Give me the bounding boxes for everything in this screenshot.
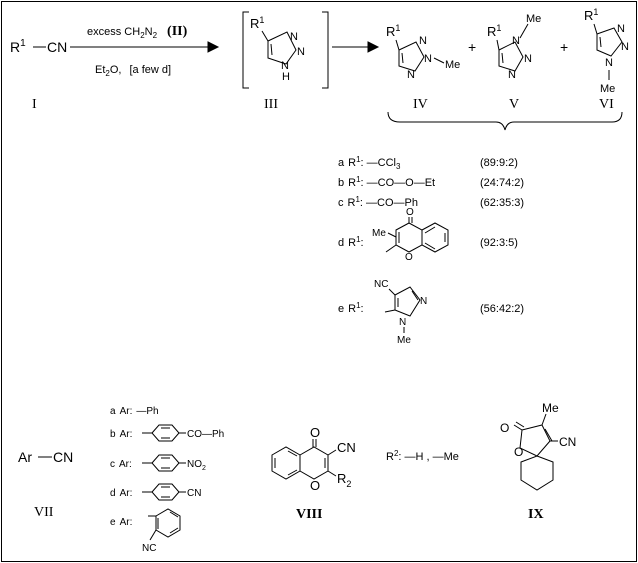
svg-text:eAr:: eAr: <box>110 517 132 528</box>
svg-text:Et2O,[a few d]: Et2O,[a few d] <box>95 64 171 78</box>
svg-text:dAr:: dAr: <box>110 488 132 499</box>
svg-text:dR1:: dR1: <box>338 235 364 249</box>
svg-text:(62:35:3): (62:35:3) <box>480 197 524 209</box>
svg-text:N: N <box>297 46 305 58</box>
label-VIII: VIII <box>296 507 322 522</box>
svg-text:aAr:—Ph: aAr:—Ph <box>110 406 159 417</box>
svg-text:O: O <box>500 421 509 435</box>
svg-text:O: O <box>310 478 320 493</box>
svg-text:N: N <box>281 60 289 72</box>
svg-text:Me: Me <box>600 83 615 95</box>
svg-text:NC: NC <box>142 543 156 554</box>
plus-sign-2: + <box>560 39 568 55</box>
svg-text:cAr:: cAr: <box>110 459 132 470</box>
svg-text:bAr:: bAr: <box>110 429 132 440</box>
svg-text:Me: Me <box>526 13 541 25</box>
svg-text:N: N <box>420 296 427 307</box>
compound-V: R1 N N N Me V <box>487 13 541 112</box>
svg-text:N: N <box>399 317 406 328</box>
plus-sign-1: + <box>468 39 476 55</box>
svg-text:aR1: —CCl3: aR1: —CCl3 <box>338 155 401 171</box>
svg-text:R1: R1 <box>584 7 598 23</box>
svg-text:CO—Ph: CO—Ph <box>187 429 224 440</box>
svg-text:(92:3:5): (92:3:5) <box>480 237 518 249</box>
label-VII: VII <box>34 505 54 520</box>
svg-text:eR1:: eR1: <box>338 301 364 315</box>
svg-text:N: N <box>407 69 415 81</box>
svg-text:R2: R2 <box>337 471 351 489</box>
svg-text:H: H <box>282 71 290 83</box>
svg-text:CN: CN <box>47 39 67 55</box>
svg-text:N: N <box>508 69 516 81</box>
label-I: I <box>32 97 37 112</box>
label-VI: VI <box>599 97 614 112</box>
svg-text:Me: Me <box>372 228 386 239</box>
svg-text:N: N <box>621 41 629 53</box>
svg-text:O: O <box>310 425 320 440</box>
svg-text:bR1: —CO—O—Et: bR1: —CO—O—Et <box>338 175 435 189</box>
svg-text:N: N <box>524 53 532 65</box>
compound-IX: Me O O CN IX <box>500 401 576 522</box>
svg-text:CN: CN <box>559 435 576 449</box>
compound-VI: R1 N N N Me VI <box>584 7 629 112</box>
reaction-arrow-2 <box>332 41 380 53</box>
svg-text:N: N <box>419 35 427 47</box>
svg-text:excess CH2N2(II): excess CH2N2(II) <box>87 24 188 40</box>
label-III: III <box>264 97 278 112</box>
reaction-arrow-1: excess CH2N2(II) Et2O,[a few d] <box>70 24 220 78</box>
compound-IV: R1 N N N Me IV <box>386 23 460 112</box>
label-IX: IX <box>528 507 544 522</box>
compound-VIII: O CN O R2 VIII <box>271 425 356 522</box>
compound-VII: Ar CN VII <box>18 449 73 520</box>
svg-text:R1: R1 <box>10 38 26 55</box>
label-IV: IV <box>413 97 428 112</box>
svg-text:CN: CN <box>187 488 201 499</box>
svg-text:O: O <box>405 252 413 263</box>
r2-definition: R2: —H , —Me <box>386 449 459 463</box>
svg-text:Me: Me <box>542 401 559 415</box>
svg-text:N: N <box>605 57 613 69</box>
svg-text:NC: NC <box>374 279 388 290</box>
compound-I: R1 CN I <box>10 38 67 112</box>
svg-text:Me: Me <box>397 335 411 346</box>
svg-text:cR1: —CO—Ph: cR1: —CO—Ph <box>338 195 418 209</box>
svg-text:Ar: Ar <box>18 449 32 465</box>
svg-text:CN: CN <box>53 449 73 465</box>
svg-text:O: O <box>514 445 523 459</box>
svg-text:R1: R1 <box>487 23 501 39</box>
svg-text:N: N <box>424 53 432 65</box>
svg-text:Me: Me <box>445 59 460 71</box>
svg-text:(89:9:2): (89:9:2) <box>480 157 518 169</box>
svg-text:N: N <box>617 23 625 35</box>
svg-text:NO2: NO2 <box>187 459 206 472</box>
svg-text:R1: R1 <box>250 15 264 31</box>
compound-III: R1 N N N H III <box>242 11 329 112</box>
svg-text:N: N <box>512 35 520 47</box>
svg-text:(24:74:2): (24:74:2) <box>480 177 524 189</box>
svg-text:(56:42:2): (56:42:2) <box>480 303 524 315</box>
svg-text:R1: R1 <box>386 23 400 39</box>
product-brace <box>387 111 623 131</box>
label-V: V <box>509 97 519 112</box>
svg-text:N: N <box>290 31 298 43</box>
svg-text:O: O <box>406 207 414 218</box>
svg-text:CN: CN <box>337 440 356 455</box>
